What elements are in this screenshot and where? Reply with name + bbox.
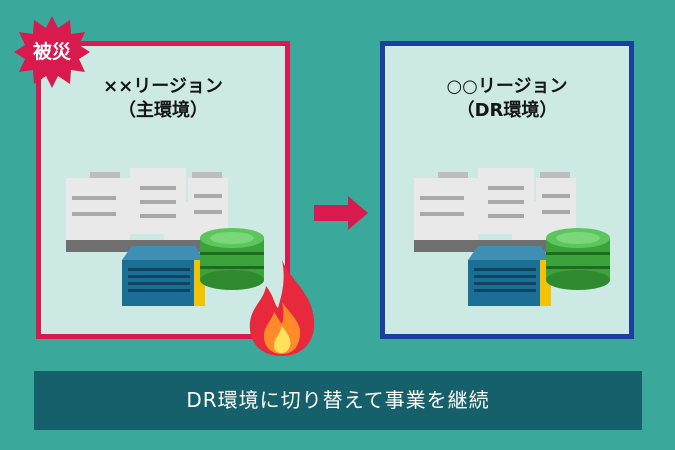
- disaster-badge-icon: [14, 16, 90, 88]
- dr-region-name: ○○リージョン: [446, 76, 568, 97]
- primary-region-role: （主環境）: [118, 100, 208, 121]
- building-icon: [414, 168, 576, 252]
- conclusion-banner: DR環境に切り替えて事業を継続: [34, 371, 642, 430]
- dr-region-role: （DR環境）: [456, 100, 558, 121]
- database-icon: [546, 228, 610, 290]
- database-icon: [200, 228, 264, 290]
- arrow-right-icon: [314, 196, 368, 230]
- fire-icon: [249, 260, 315, 356]
- dr-region-title: ○○リージョン （DR環境）: [380, 75, 634, 123]
- primary-region-title: ××リージョン （主環境）: [36, 75, 290, 123]
- server-icon: [468, 246, 551, 306]
- disaster-badge-label: 被災: [32, 41, 71, 63]
- primary-region-name: ××リージョン: [103, 76, 223, 97]
- server-icon: [122, 246, 205, 306]
